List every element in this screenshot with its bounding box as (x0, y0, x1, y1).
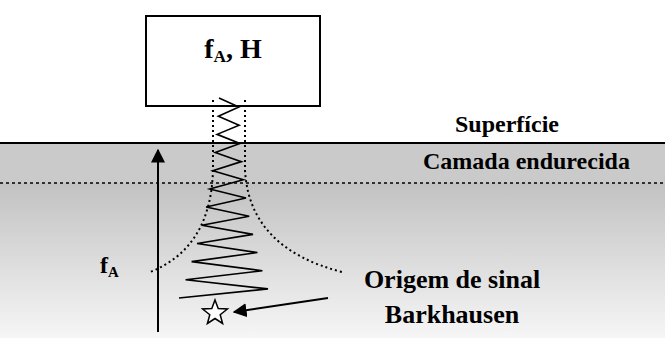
subscript: A (214, 47, 227, 66)
hardened-layer (0, 143, 665, 183)
subscript: A (108, 264, 119, 280)
text-part: f (100, 252, 108, 278)
frequency-label: fA (100, 252, 119, 278)
text-part: , H (226, 33, 262, 64)
text-part: f (204, 33, 213, 64)
signal-origin-star (203, 300, 228, 324)
leader-line (234, 298, 328, 312)
signal-origin-label: Origem de sinal Barkhausen (332, 262, 572, 332)
probe-label: fA, H (147, 33, 319, 65)
probe-box: fA, H (145, 15, 321, 107)
surface-label: Superfície (455, 111, 559, 137)
frequency-arrow (157, 150, 159, 332)
excitation-coil (179, 98, 268, 298)
material-ground (0, 143, 665, 338)
layer-label: Camada endurecida (423, 148, 630, 174)
surface-line (0, 142, 665, 144)
layer-boundary (0, 182, 665, 184)
field-boundary (245, 100, 342, 272)
field-boundary (150, 100, 213, 272)
